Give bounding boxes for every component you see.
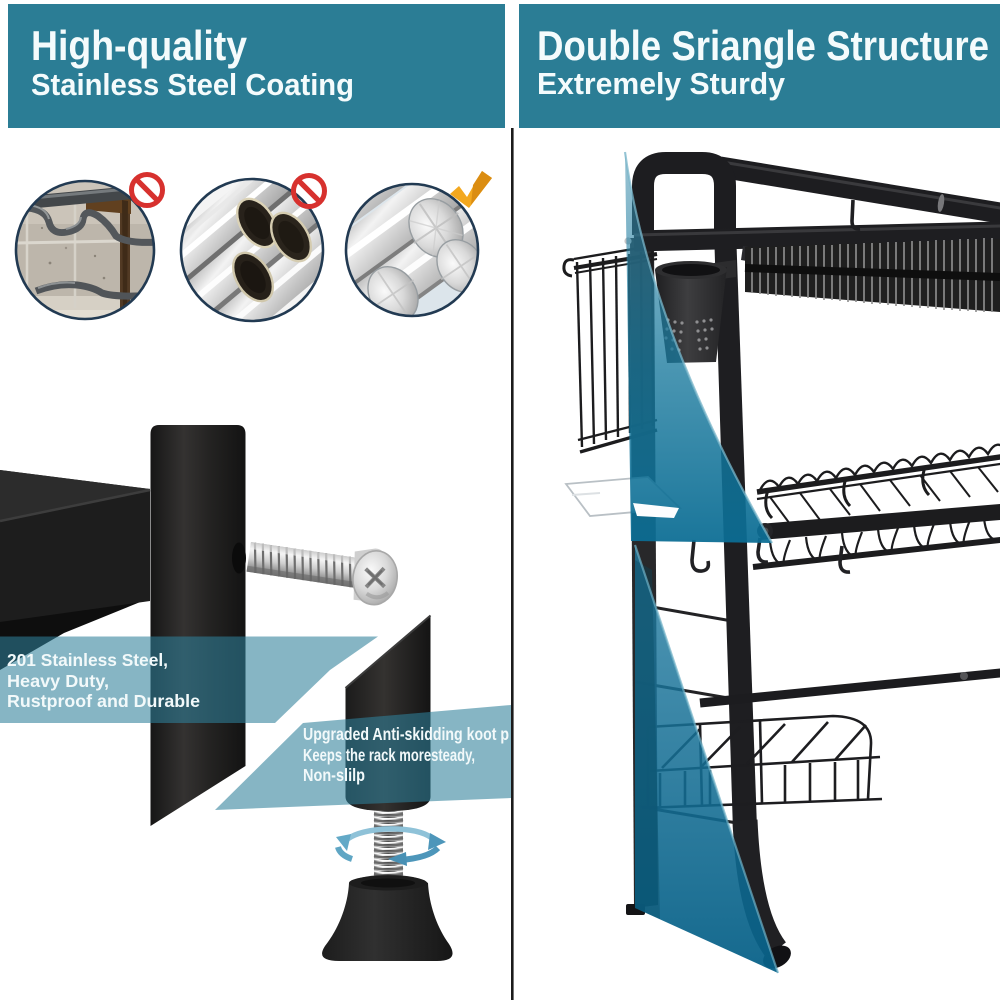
svg-text:High-quality: High-quality	[31, 22, 248, 69]
svg-text:Keeps the rack moresteady,: Keeps the rack moresteady,	[303, 745, 475, 765]
svg-text:201 Stainless Steel,: 201 Stainless Steel,	[7, 650, 168, 670]
svg-text:Rustproof and Durable: Rustproof and Durable	[7, 691, 200, 711]
svg-text:Stainless Steel Coating: Stainless Steel Coating	[31, 67, 354, 102]
svg-text:Extremely Sturdy: Extremely Sturdy	[537, 66, 786, 101]
svg-text:Double Sriangle Structure: Double Sriangle Structure	[537, 22, 989, 69]
svg-text:Heavy Duty,: Heavy Duty,	[7, 671, 109, 691]
svg-text:Non-slilp: Non-slilp	[303, 765, 365, 785]
svg-text:Upgraded Anti-skidding koot p: Upgraded Anti-skidding koot p	[303, 724, 509, 744]
